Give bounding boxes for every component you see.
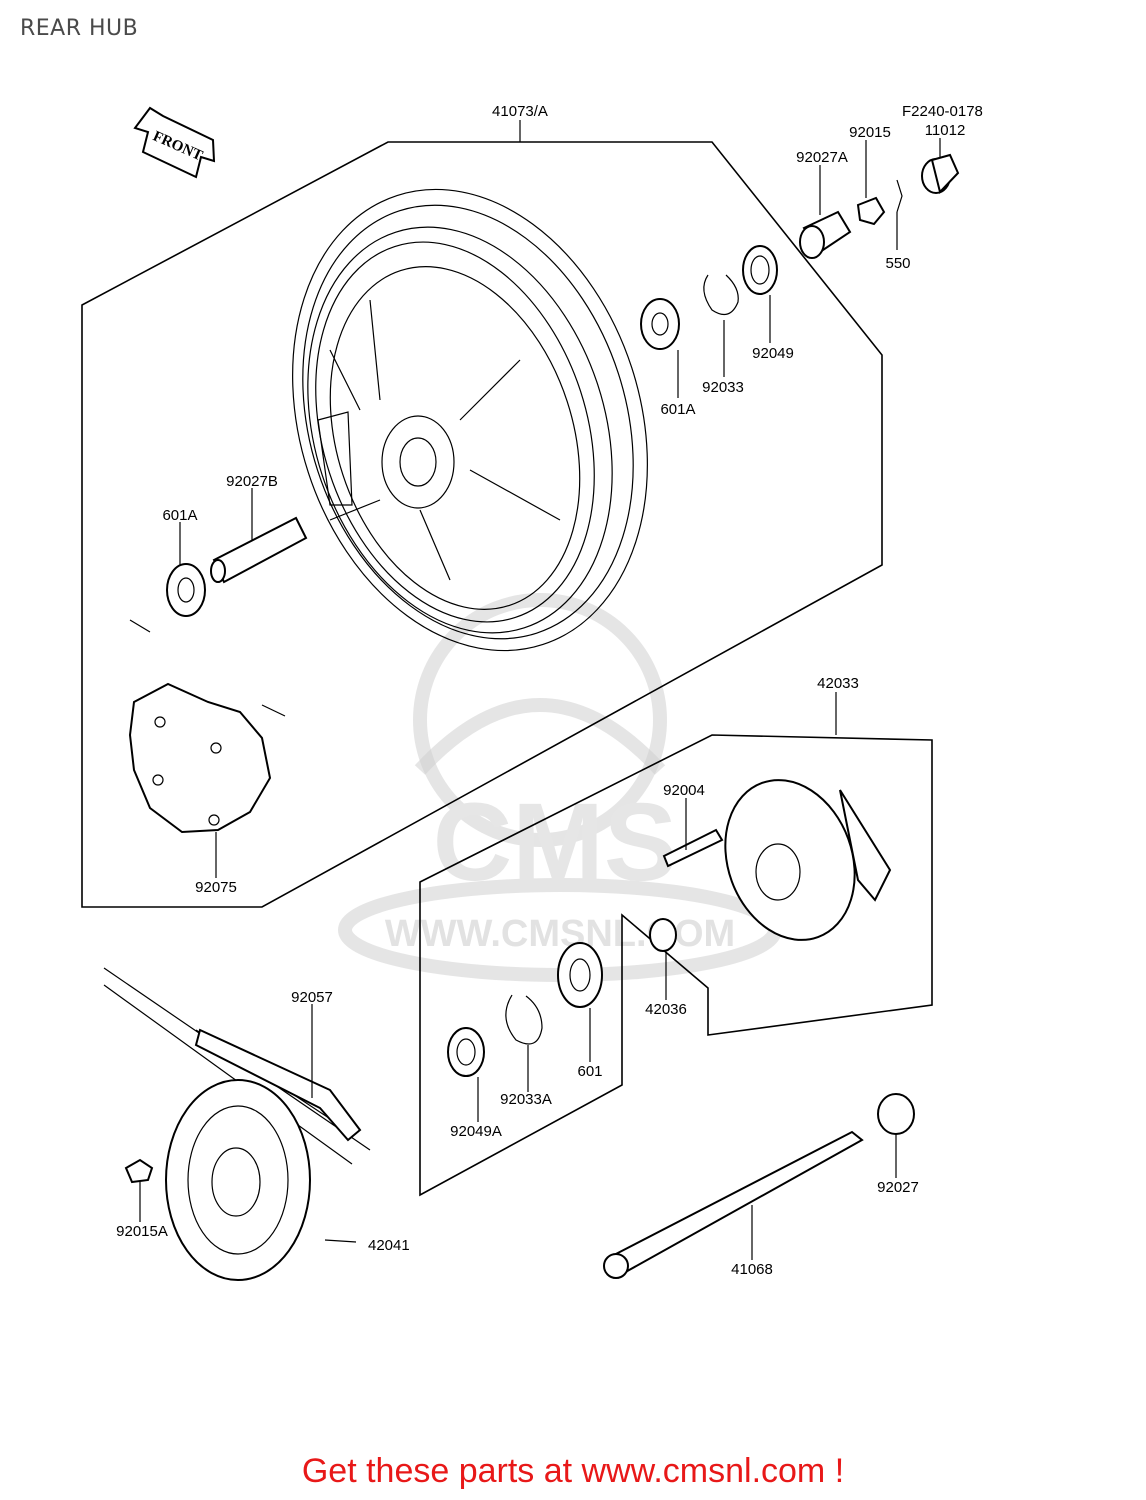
rear-wheel [292,188,648,652]
label-92015A: 92015A [116,1223,168,1240]
label-601A-left: 601A [162,507,197,524]
watermark: CMS WWW.CMSNL.COM [338,593,782,982]
label-92049: 92049 [752,345,794,362]
front-arrow-icon: FRONT [133,106,216,179]
label-41073A: 41073/A [492,103,548,120]
watermark-logo: CMS [433,781,677,904]
part-shapes [103,153,960,1281]
figure-code: F2240-0178 [902,103,983,120]
label-601A-top: 601A [660,401,695,418]
label-11012: 11012 [925,122,966,139]
label-92004: 92004 [663,782,705,799]
label-92057: 92057 [291,989,333,1006]
label-42036: 42036 [645,1001,687,1018]
wheel-group-outline [81,141,883,908]
label-92027B: 92027B [226,473,278,490]
leader-lines [129,120,941,1260]
label-550: 550 [885,255,910,272]
parts-link-banner[interactable]: Get these parts at www.cmsnl.com ! [301,1452,845,1490]
label-92027A: 92027A [796,149,848,166]
hub-group-outline [419,734,933,1197]
label-92033A: 92033A [500,1091,552,1108]
label-92049A: 92049A [450,1123,502,1140]
label-92027: 92027 [877,1179,919,1196]
label-42041: 42041 [368,1237,410,1254]
label-92075: 92075 [195,879,237,896]
page-title: REAR HUB [20,16,139,41]
label-92015: 92015 [849,124,891,141]
label-41068: 41068 [731,1261,773,1278]
label-42033: 42033 [817,675,859,692]
watermark-text: WWW.CMSNL.COM [385,913,735,955]
label-601: 601 [577,1063,602,1080]
label-92033: 92033 [702,379,744,396]
